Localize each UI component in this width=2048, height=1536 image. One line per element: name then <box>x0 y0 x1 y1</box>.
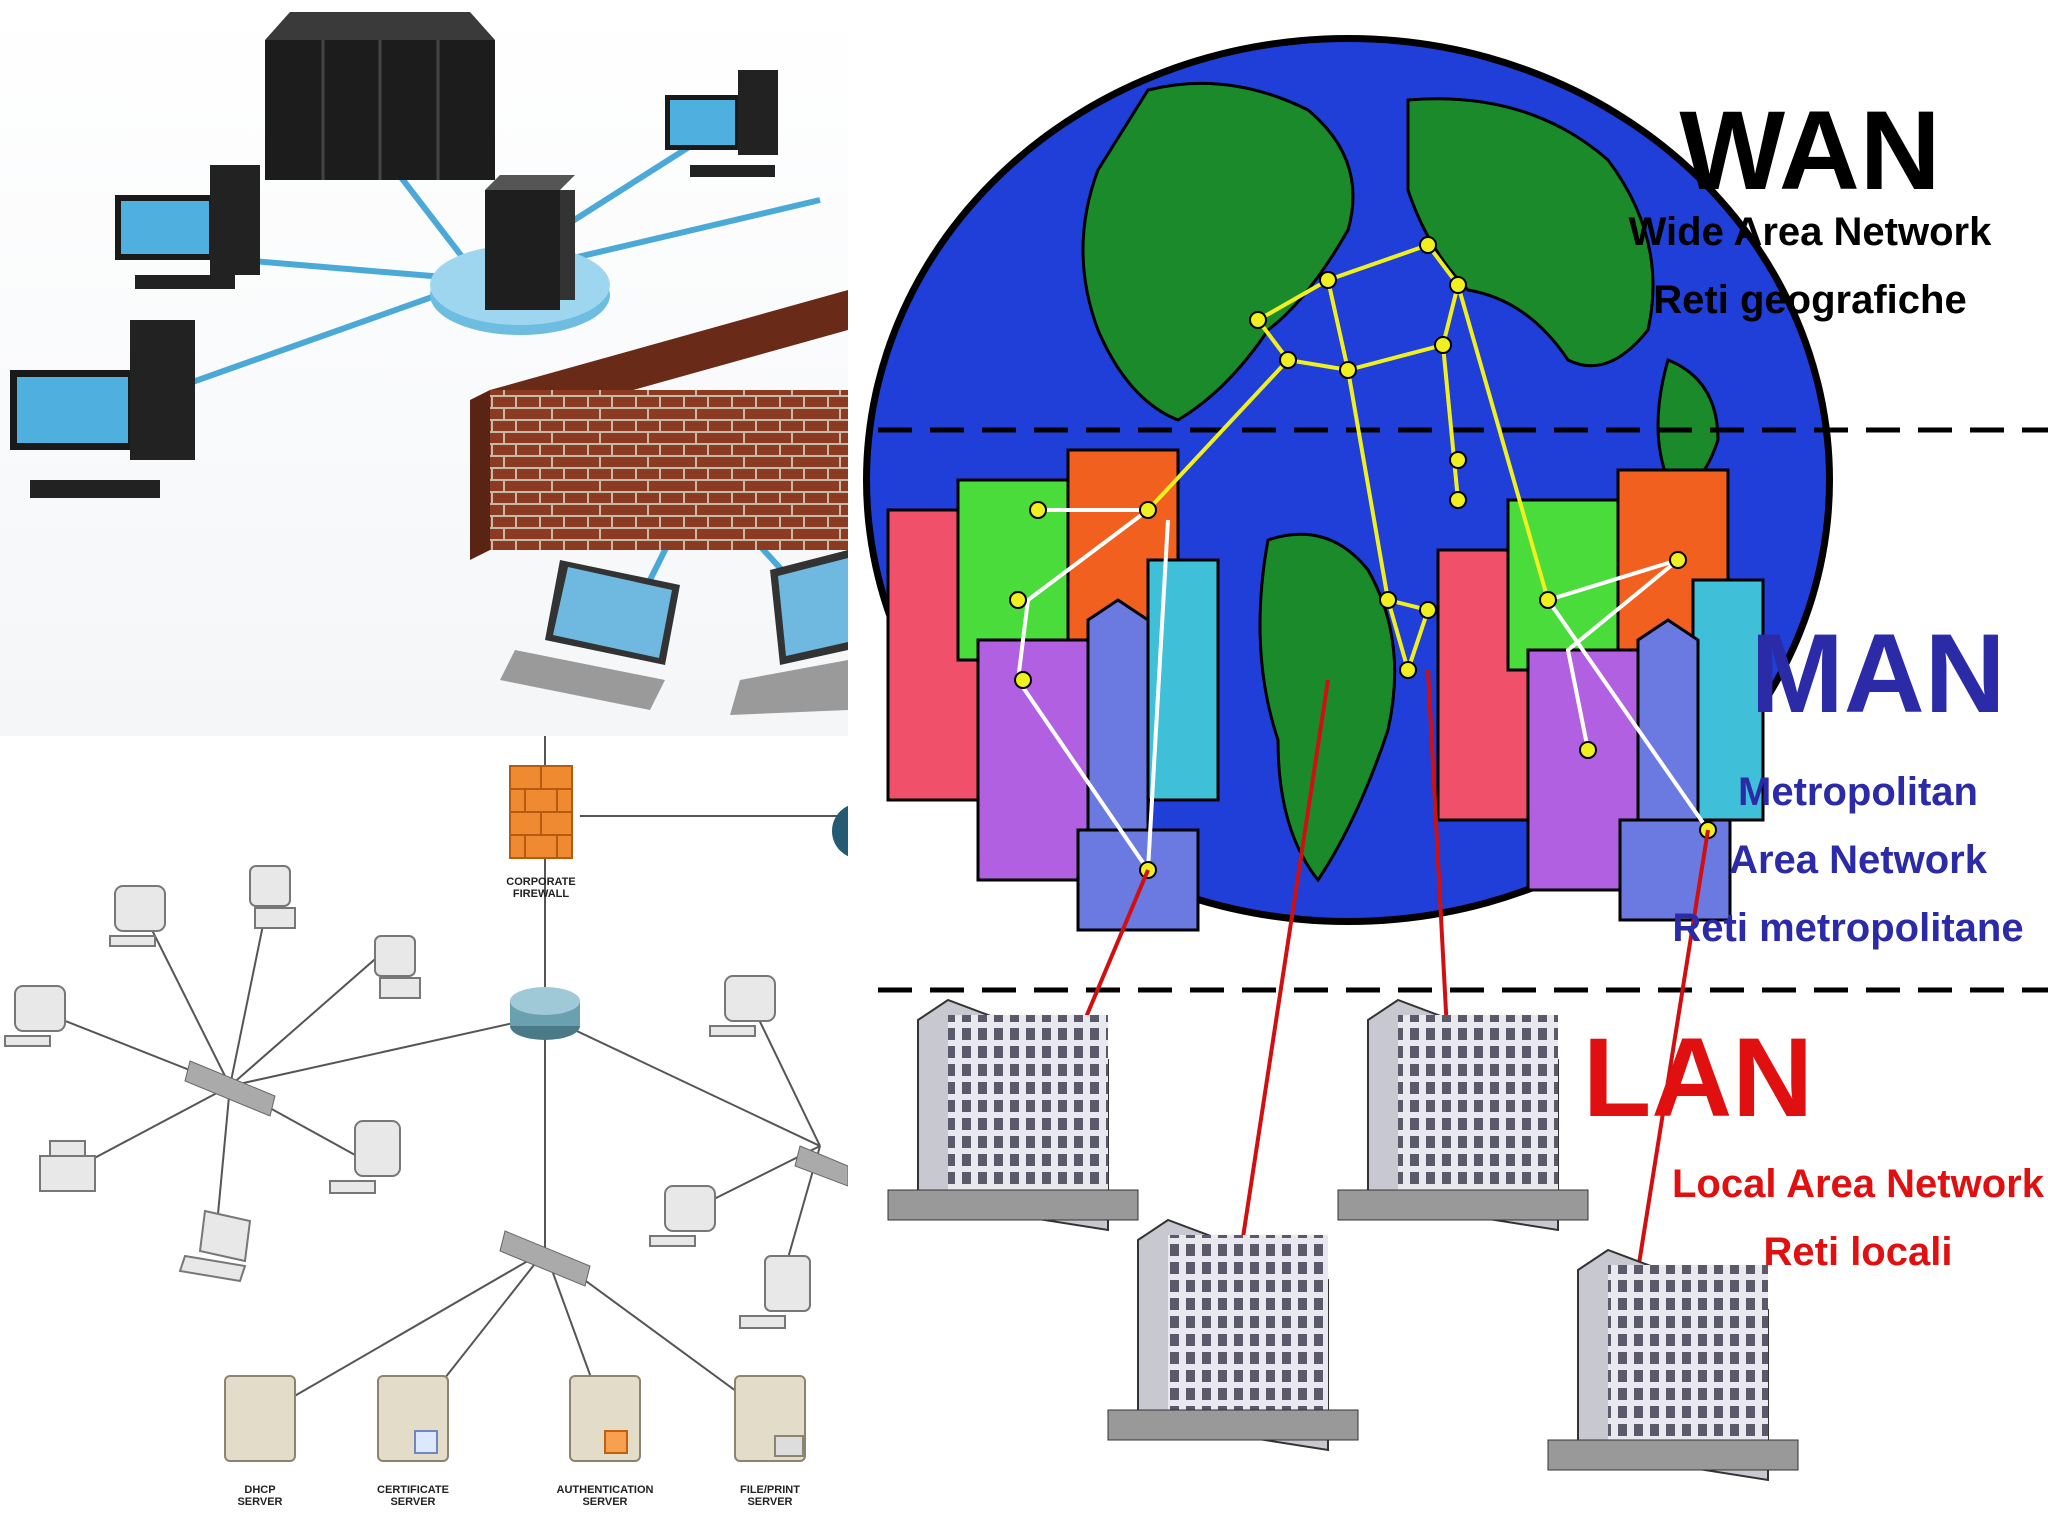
firewall-wall-icon <box>470 290 848 560</box>
lan-links <box>1066 669 1710 1271</box>
workstation-icon <box>4 985 66 1047</box>
printer-icon <box>39 1140 96 1192</box>
wan-man-lan-svg <box>863 35 2048 1482</box>
man-title: MAN <box>1750 611 2006 736</box>
file-print-caption-line1: FILE/PRINT <box>740 1484 800 1496</box>
file-print-caption-line2: SERVER <box>747 1496 793 1508</box>
man-line-reti-metropolitane: Reti metropolitane <box>1672 906 2024 950</box>
workstation-icon <box>109 885 166 947</box>
wan-title: WAN <box>1679 88 1941 213</box>
dhcp-caption-line1: DHCP <box>244 1484 276 1496</box>
switch-icon <box>184 1060 276 1117</box>
dhcp-server-icon <box>224 1375 296 1462</box>
lan-line-reti-locali: Reti locali <box>1763 1230 1953 1274</box>
dhcp-caption-line2: SERVER <box>237 1496 283 1508</box>
office-building-icon <box>1547 1248 1799 1482</box>
network-topology-diagram: CORPORATE FIREWALL DHCP SERVER CERTIFICA… <box>0 736 848 1536</box>
workstation-icon <box>649 1185 716 1247</box>
firewall-caption-line1: CORPORATE <box>506 876 576 888</box>
server-rack-icon <box>265 12 495 180</box>
wan-subtitle-it: Reti geografiche <box>1653 278 1967 322</box>
authentication-server-icon <box>569 1375 641 1462</box>
lan-line-local-area-network: Local Area Network <box>1672 1162 2044 1206</box>
desktop-computer-icon <box>10 320 195 498</box>
router-icon <box>510 987 580 1040</box>
laptop-icon <box>500 560 680 710</box>
city-buildings-left-icon <box>886 448 1220 932</box>
link-nodes <box>1009 236 1717 879</box>
switch-icon <box>499 1230 591 1287</box>
authentication-caption-line2: SERVER <box>582 1496 628 1508</box>
topology-svg <box>4 736 848 1462</box>
workstation-icon <box>249 865 296 929</box>
desktop-computer-icon <box>115 165 260 289</box>
firewall-caption: CORPORATE FIREWALL <box>486 876 596 900</box>
wan-subtitle-en: Wide Area Network <box>1628 210 1992 254</box>
dhcp-server-caption: DHCP SERVER <box>205 1484 315 1508</box>
central-server-icon <box>485 175 575 310</box>
laptop-icon <box>730 550 848 715</box>
switch-icon <box>794 1145 848 1187</box>
authentication-server-caption: AUTHENTICATION SERVER <box>550 1484 660 1508</box>
workstation-icon <box>709 975 776 1037</box>
office-building-icon <box>1107 1218 1359 1452</box>
certificate-caption-line2: SERVER <box>390 1496 436 1508</box>
office-building-icon <box>1337 998 1589 1232</box>
man-line-metropolitan: Metropolitan <box>1738 770 1978 814</box>
workstation-icon <box>329 1120 401 1194</box>
lan-title: LAN <box>1582 1015 1814 1140</box>
certificate-server-icon <box>377 1375 449 1462</box>
man-links <box>1015 508 1710 876</box>
file-print-server-caption: FILE/PRINT SERVER <box>715 1484 825 1508</box>
network-3d-illustration <box>0 0 848 736</box>
wan-man-lan-diagram: WAN Wide Area Network Reti geografiche M… <box>848 0 2048 1536</box>
network-3d-svg <box>10 12 848 715</box>
file-print-server-icon <box>734 1375 806 1462</box>
workstation-icon <box>374 935 421 999</box>
desktop-computer-icon <box>665 70 778 177</box>
man-line-area-network: Area Network <box>1729 838 1987 882</box>
certificate-server-caption: CERTIFICATE SERVER <box>358 1484 468 1508</box>
certificate-caption-line1: CERTIFICATE <box>377 1484 449 1496</box>
firewall-caption-line2: FIREWALL <box>512 888 570 900</box>
globe-edge-icon <box>832 805 848 857</box>
topology-links <box>39 736 848 1417</box>
office-building-icon <box>887 998 1139 1232</box>
authentication-caption-line1: AUTHENTICATION <box>556 1484 654 1496</box>
wan-links <box>1146 242 1550 677</box>
corporate-firewall-icon <box>509 765 573 859</box>
city-buildings-right-icon <box>1436 468 1765 922</box>
workstation-icon <box>739 1255 811 1329</box>
laptop-icon <box>178 1209 252 1283</box>
